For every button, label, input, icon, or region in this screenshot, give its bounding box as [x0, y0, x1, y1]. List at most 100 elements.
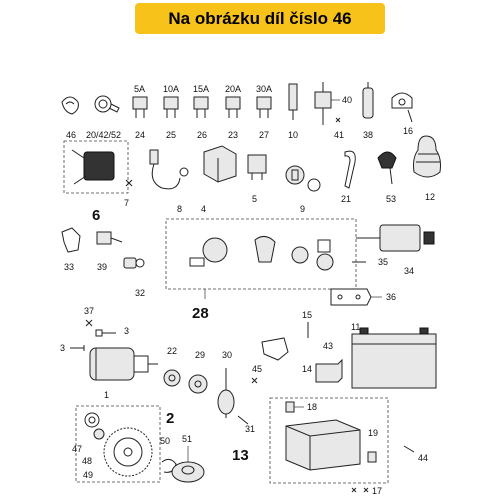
part-46-clip[interactable]: [61, 96, 79, 115]
label-31: 31: [245, 424, 255, 434]
part-18-clip: [285, 401, 295, 413]
label-18: 18: [307, 402, 317, 412]
label-34: 34: [404, 266, 414, 276]
label-24: 24: [135, 130, 145, 140]
label-48: 48: [82, 456, 92, 466]
label-6: 6: [92, 207, 100, 224]
label-17: 17: [372, 486, 382, 496]
label-19: 19: [368, 428, 378, 438]
part-3-bolt-b: [70, 345, 85, 351]
part-14-plate: [261, 337, 289, 361]
label-3a: 3: [124, 326, 129, 336]
part-50-clip: [161, 458, 177, 473]
part-6-regulator: [71, 149, 115, 185]
part-1-starter-motor: [89, 347, 158, 381]
label-40: 40: [342, 95, 352, 105]
label-38: 38: [363, 130, 373, 140]
label-26: 26: [197, 130, 207, 140]
label-39: 39: [97, 262, 107, 272]
label-11: 11: [351, 322, 360, 332]
part-7-bolt: [125, 179, 133, 187]
label-30: 30: [222, 350, 232, 360]
part-21-cable-tie: [344, 150, 356, 189]
label-29: 29: [195, 350, 205, 360]
part-36-plate: [330, 288, 372, 306]
fuse-23: [225, 96, 241, 118]
part-17-nuts: [351, 487, 369, 493]
label-49: 49: [83, 470, 93, 480]
label-14: 14: [302, 364, 312, 374]
part-5-relay: [247, 154, 267, 180]
label-1: 1: [104, 390, 109, 400]
label-33: 33: [64, 262, 74, 272]
part-9-ignition: [285, 165, 321, 192]
fuse-24-rating: 5A: [134, 84, 145, 94]
part-11-battery: [351, 327, 437, 389]
fuse-25: [163, 96, 179, 118]
label-9: 9: [300, 204, 305, 214]
part-34-switch: [356, 224, 435, 252]
group-28-box: [165, 218, 357, 290]
part-38-grip: [362, 82, 374, 119]
part-39-connector: [96, 231, 123, 245]
part-41-screw: [335, 117, 341, 123]
fuse-23-rating: 20A: [225, 84, 241, 94]
part-47-seal: [84, 412, 100, 428]
label-5: 5: [252, 194, 257, 204]
label-16: 16: [403, 126, 413, 136]
fuse-26: [193, 96, 209, 118]
part-53-clip: [377, 151, 397, 185]
part-32-bulb: [123, 257, 145, 269]
label-28: 28: [192, 305, 209, 322]
label-47: 47: [72, 444, 82, 454]
part-8-sensor: [149, 149, 189, 190]
label-50: 50: [160, 436, 170, 446]
label-13: 13: [232, 447, 249, 464]
label-2: 2: [166, 410, 174, 427]
label-20-42-52: 20/42/52: [86, 130, 121, 140]
part-3-bolt-a: [95, 329, 116, 337]
label-25: 25: [166, 130, 176, 140]
label-15: 15: [302, 310, 312, 320]
label-32: 32: [135, 288, 145, 298]
label-27: 27: [259, 130, 269, 140]
label-44: 44: [418, 453, 428, 463]
part-30-shaft: [217, 368, 235, 418]
part-48-bearing: [93, 428, 105, 440]
fuse-26-rating: 15A: [193, 84, 209, 94]
part-28-lock-set: [189, 236, 334, 271]
part-31-screw: [237, 415, 249, 425]
part-10-bulb: [288, 83, 298, 120]
part-43-block: [315, 358, 343, 383]
fuse-25-rating: 10A: [163, 84, 179, 94]
label-35: 35: [378, 257, 388, 267]
title-banner: Na obrázku díl číslo 46: [135, 3, 385, 34]
fuse-27-rating: 30A: [256, 84, 272, 94]
label-8: 8: [177, 204, 182, 214]
part-37-nut: [85, 319, 93, 327]
part-20-clamp: [94, 95, 120, 113]
label-21: 21: [341, 194, 351, 204]
label-43: 43: [323, 341, 333, 351]
part-22-gear: [163, 369, 181, 387]
fuse-row: [132, 96, 272, 118]
label-45: 45: [252, 364, 262, 374]
label-3b: 3: [60, 343, 65, 353]
part-13-holder: [285, 419, 361, 471]
label-37: 37: [84, 306, 94, 316]
fuse-24: [132, 96, 148, 118]
label-41: 41: [334, 130, 344, 140]
label-53: 53: [386, 194, 396, 204]
label-7: 7: [124, 198, 129, 208]
label-23: 23: [228, 130, 238, 140]
banner-title: Na obrázku díl číslo 46: [168, 8, 352, 28]
label-22: 22: [167, 346, 177, 356]
label-46: 46: [66, 130, 76, 140]
part-49-flywheel: [103, 427, 153, 477]
label-4: 4: [201, 204, 206, 214]
part-19-clip: [367, 451, 377, 463]
part-4-relay: [203, 145, 237, 183]
part-45-screw: [251, 377, 258, 384]
part-44-screw: [403, 445, 415, 453]
